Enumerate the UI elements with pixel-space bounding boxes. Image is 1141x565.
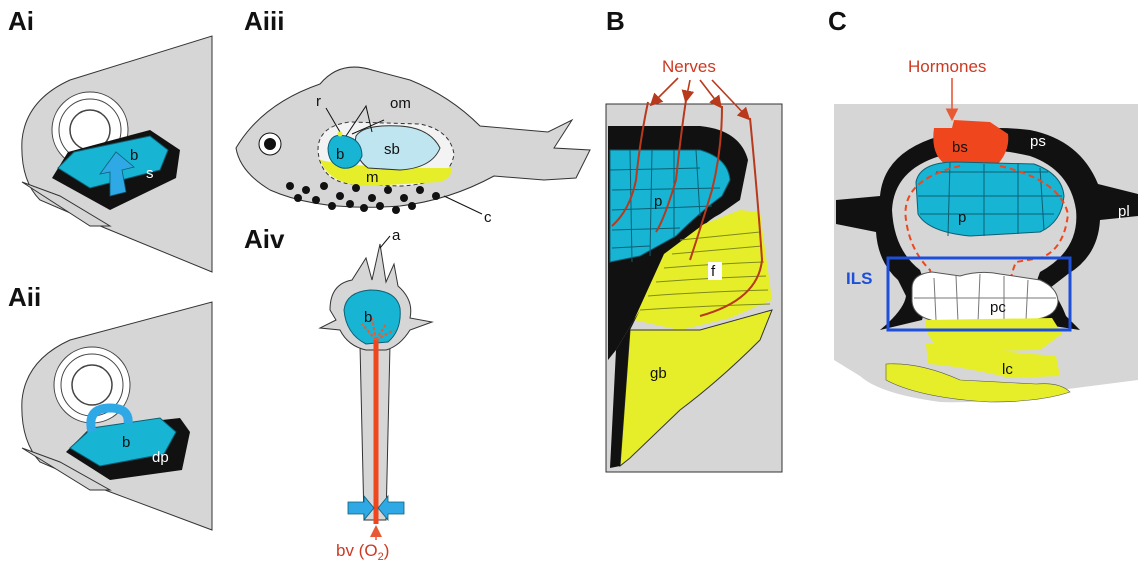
aii-head-outline: [22, 302, 212, 530]
c-label-ps: ps: [1030, 133, 1046, 150]
aiv-label-bv: bv (O2): [336, 541, 389, 563]
c-label-hormones: Hormones: [908, 57, 986, 76]
panel-c-label: C: [828, 6, 847, 36]
aii-label-dp: dp: [152, 449, 169, 466]
panel-aii-label: Aii: [8, 282, 41, 312]
aiii-eye-pupil: [264, 138, 276, 150]
b-label-p: p: [654, 193, 662, 210]
panel-c: C Hormones bs ps p pl ILS pc lc: [828, 6, 1138, 402]
ai-label-b: b: [130, 147, 138, 164]
aiv-label-a: a: [392, 227, 401, 244]
aiii-label-sb: sb: [384, 141, 400, 158]
aiii-label-b: b: [336, 146, 344, 163]
b-label-nerves: Nerves: [662, 57, 716, 76]
panel-aii: Aii b dp: [8, 282, 212, 530]
panel-b-label: B: [606, 6, 625, 36]
aiii-label-m: m: [366, 169, 379, 186]
aiv-label-b: b: [364, 309, 372, 326]
c-label-pc: pc: [990, 299, 1006, 316]
b-label-gb: gb: [650, 365, 667, 382]
c-label-ils: ILS: [846, 269, 872, 288]
aiv-label-bv-main: bv (O: [336, 541, 378, 560]
panel-ai: Ai b s: [8, 6, 212, 272]
panel-aiv: Aiv a b bv (O2): [244, 224, 432, 563]
aiii-label-r: r: [316, 93, 321, 110]
aiii-label-c: c: [484, 209, 492, 226]
panel-ai-label: Ai: [8, 6, 34, 36]
aiii-c-line: [444, 196, 482, 214]
panel-aiv-label: Aiv: [244, 224, 285, 254]
c-label-bs: bs: [952, 139, 968, 156]
panel-aiii: Aiii r om b sb m c: [236, 6, 590, 226]
aiii-label-om: om: [390, 95, 411, 112]
c-label-pl: pl: [1118, 203, 1130, 220]
c-label-p: p: [958, 209, 966, 226]
panel-aiii-label: Aiii: [244, 6, 284, 36]
panel-b: B Nerves p f gb: [606, 6, 782, 472]
aii-eye-lens: [72, 365, 112, 405]
c-label-lc: lc: [1002, 361, 1013, 378]
aii-label-b: b: [122, 434, 130, 451]
aiv-label-bv-close: ): [384, 541, 390, 560]
aiv-a-line: [380, 236, 390, 248]
aiii-r-dot: [338, 132, 343, 137]
ai-label-s: s: [146, 165, 154, 182]
